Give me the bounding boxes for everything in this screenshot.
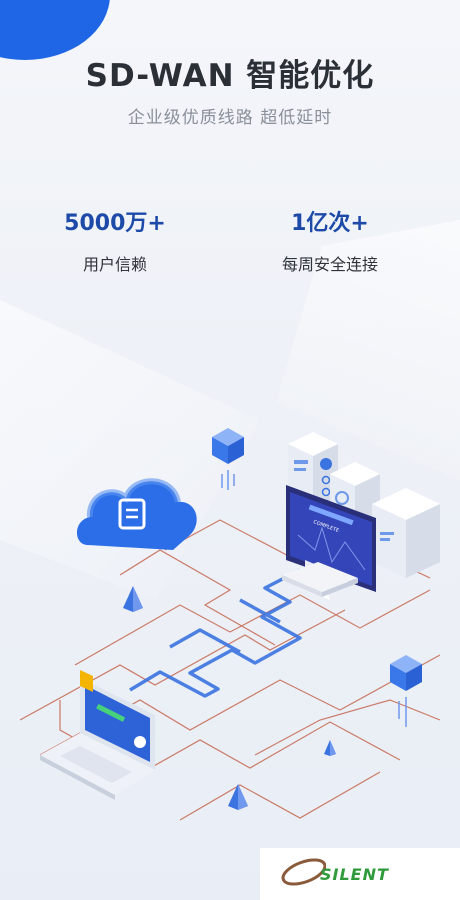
watermark-text: SILENT xyxy=(320,865,389,884)
stat-value: 1亿次+ xyxy=(291,211,369,236)
pyramid-icon xyxy=(228,784,248,810)
stat-connections: 1亿次+ 每周安全连接 xyxy=(240,205,420,275)
server-icon xyxy=(372,488,440,578)
cloud-icon xyxy=(76,478,197,550)
stat-label: 每周安全连接 xyxy=(281,255,378,274)
laptop-icon xyxy=(40,670,155,800)
stat-value: 5000万+ xyxy=(64,211,166,236)
stat-label: 用户信赖 xyxy=(82,255,147,274)
monitor-icon: COMPLETE xyxy=(282,485,376,600)
pyramid-icon xyxy=(123,586,143,612)
blue-route-lines xyxy=(129,568,302,698)
cube-icon xyxy=(212,428,244,490)
pyramid-icon xyxy=(324,740,336,756)
page-subtitle: 企业级优质线路 超低延时 xyxy=(127,108,333,128)
cube-icon xyxy=(390,655,422,727)
watermark-logo: SILENT xyxy=(260,848,460,900)
logo-emblem-icon xyxy=(281,858,326,886)
network-illustration: COMPLETE xyxy=(19,428,441,821)
page-title: SD-WAN 智能优化 xyxy=(85,58,375,94)
stat-users: 5000万+ 用户信赖 xyxy=(25,205,205,275)
